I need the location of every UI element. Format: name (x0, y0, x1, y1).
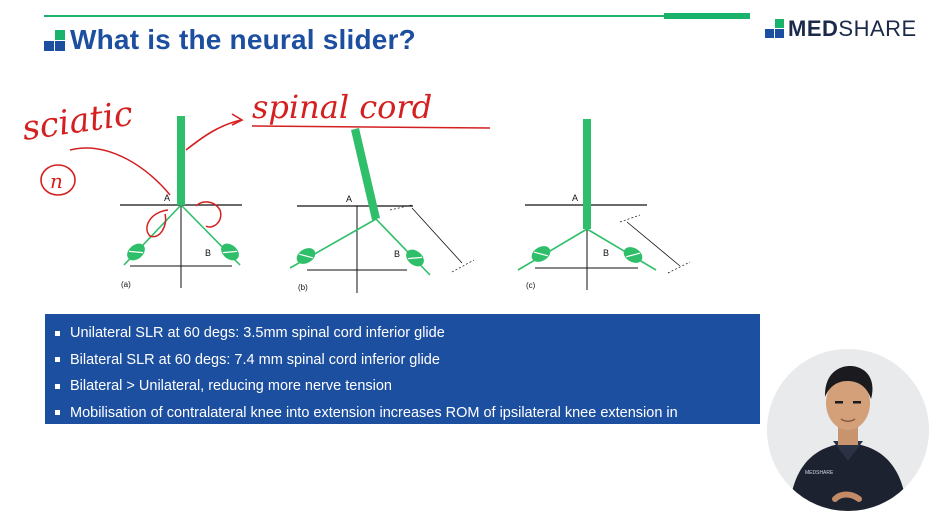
label-panel-a: (a) (121, 280, 131, 289)
handwriting-circled-note: n (50, 169, 63, 193)
logo-text-light: SHARE (838, 16, 917, 41)
handwriting-circle (40, 164, 76, 196)
label-a-point: A (164, 193, 170, 203)
title-row: What is the neural slider? (44, 24, 416, 56)
presenter-webcam: MEDSHARE (767, 349, 929, 511)
glide-arrow-c (626, 221, 681, 267)
slider-left-b (296, 248, 316, 264)
bullet-text: Bilateral SLR at 60 degs: 7.4 mm spinal … (70, 351, 440, 368)
key-points-list: Unilateral SLR at 60 degs: 3.5mm spinal … (45, 314, 760, 426)
top-rule-accent (664, 13, 750, 19)
diagram-panel-c: A B (c) (517, 119, 691, 290)
logo-text: MEDSHARE (788, 16, 917, 42)
medshare-cross-icon (44, 29, 66, 51)
bullet-text: Bilateral > Unilateral, reducing more ne… (70, 378, 392, 394)
logo-text-bold: MED (788, 16, 839, 41)
bullet-square-icon (55, 410, 60, 416)
label-panel-b: (b) (298, 283, 308, 292)
bullet-square-icon (55, 330, 60, 336)
key-points-panel: Unilateral SLR at 60 degs: 3.5mm spinal … (45, 314, 760, 424)
label-a-point-b: A (346, 194, 352, 204)
presenter-avatar: MEDSHARE (767, 349, 929, 511)
label-panel-c: (c) (526, 281, 536, 290)
top-rule (44, 15, 750, 17)
neural-slider-figure: A B (a) A B (b) (20, 88, 691, 293)
presenter-shirt-badge: MEDSHARE (805, 470, 834, 476)
handwriting-spinal-cord: spinal cord (252, 88, 432, 126)
spinal-cord-bar-tilted (351, 128, 380, 220)
medshare-logo: MEDSHARE (765, 16, 917, 42)
label-b-point: B (205, 248, 211, 258)
slider-right-a (221, 243, 239, 261)
bullet-text: Unilateral SLR at 60 degs: 3.5mm spinal … (70, 325, 445, 341)
list-item: Mobilisation of contralateral knee into … (55, 400, 760, 427)
list-item: Unilateral SLR at 60 degs: 3.5mm spinal … (55, 320, 760, 347)
handwriting-sciatic: sciatic (20, 94, 136, 149)
label-b-point-b: B (394, 249, 400, 259)
slider-right-b (406, 249, 424, 267)
slider-left-a (127, 243, 145, 261)
bullet-square-icon (55, 383, 60, 389)
slider-right-c (623, 247, 643, 263)
spinal-cord-bar-c (583, 119, 591, 229)
label-b-point-c: B (603, 248, 609, 258)
logo-cross-icon (765, 19, 785, 39)
list-item: Bilateral SLR at 60 degs: 7.4 mm spinal … (55, 347, 760, 374)
bullet-text: Mobilisation of contralateral knee into … (70, 404, 678, 421)
handwritten-annotations: sciatic spinal cord n (20, 88, 491, 238)
glide-arrow-b (411, 207, 463, 264)
label-a-point-c: A (572, 193, 578, 203)
slider-left-c (531, 246, 551, 262)
list-item: Bilateral > Unilateral, reducing more ne… (55, 373, 760, 400)
slide-title: What is the neural slider? (70, 24, 416, 55)
spinal-cord-bar (177, 116, 185, 205)
diagram-panel-b: A B (b) (289, 128, 475, 293)
diagram-panel-a: A B (a) (120, 116, 242, 289)
bullet-square-icon (55, 357, 60, 363)
